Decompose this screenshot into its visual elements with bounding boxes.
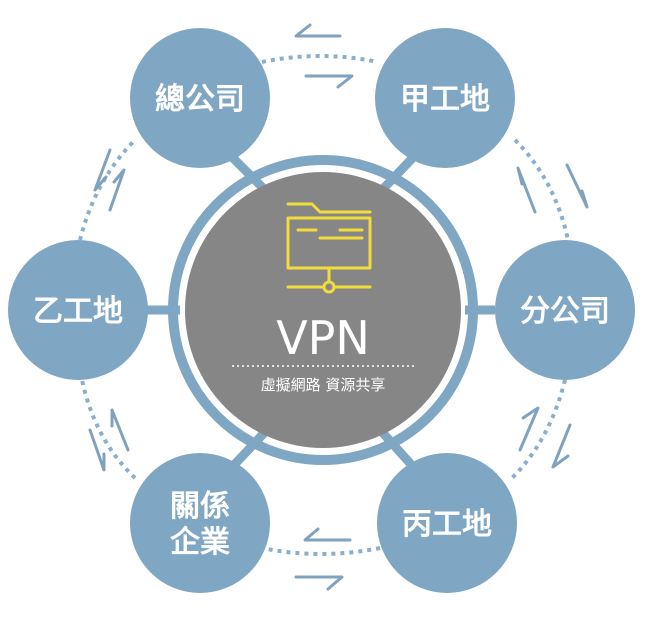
arrow-icon [551, 423, 572, 469]
node-site-a: 甲工地 [375, 28, 515, 168]
node-label: 乙工地 [33, 294, 123, 329]
center-ring [168, 155, 478, 465]
arrow-icon [93, 148, 112, 192]
vpn-subtitle: 虛擬網路 資源共享 [261, 376, 386, 394]
vpn-title: VPN [276, 311, 370, 365]
arrow-icon [294, 23, 342, 38]
folder-network-icon [286, 202, 372, 294]
connectors [78, 54, 570, 556]
node-branch: 分公司 [495, 240, 635, 380]
arrow-icon [294, 575, 344, 591]
node-label: 企業 [170, 525, 230, 560]
node-label: 丙工地 [402, 507, 492, 542]
node-label: 關係 [170, 489, 230, 524]
node-label: 分公司 [520, 294, 610, 329]
vpn-core [185, 172, 461, 448]
connector-partner-site-b [80, 379, 137, 480]
arrow-icon [565, 163, 589, 209]
arrow-icon [303, 527, 352, 542]
arrow-icon [110, 408, 130, 452]
arrow-icon [304, 74, 354, 89]
arrows [88, 23, 589, 591]
connector-hq-site-a [261, 54, 379, 64]
connector-site-b-hq [78, 138, 137, 241]
arrow-icon [88, 428, 106, 472]
arrow-icon [108, 168, 126, 212]
node-label: 甲工地 [400, 82, 490, 117]
node-partner: 關係 企業 [130, 453, 270, 593]
arrow-icon [518, 406, 540, 452]
node-hq: 總公司 [130, 28, 270, 168]
node-site-c: 丙工地 [377, 453, 517, 593]
connector-branch-site-c [510, 379, 567, 480]
connector-site-c-partner [261, 546, 381, 556]
node-site-b: 乙工地 [8, 240, 148, 380]
node-label: 總公司 [155, 82, 245, 117]
connector-site-a-branch [513, 138, 570, 241]
arrow-icon [516, 166, 537, 214]
